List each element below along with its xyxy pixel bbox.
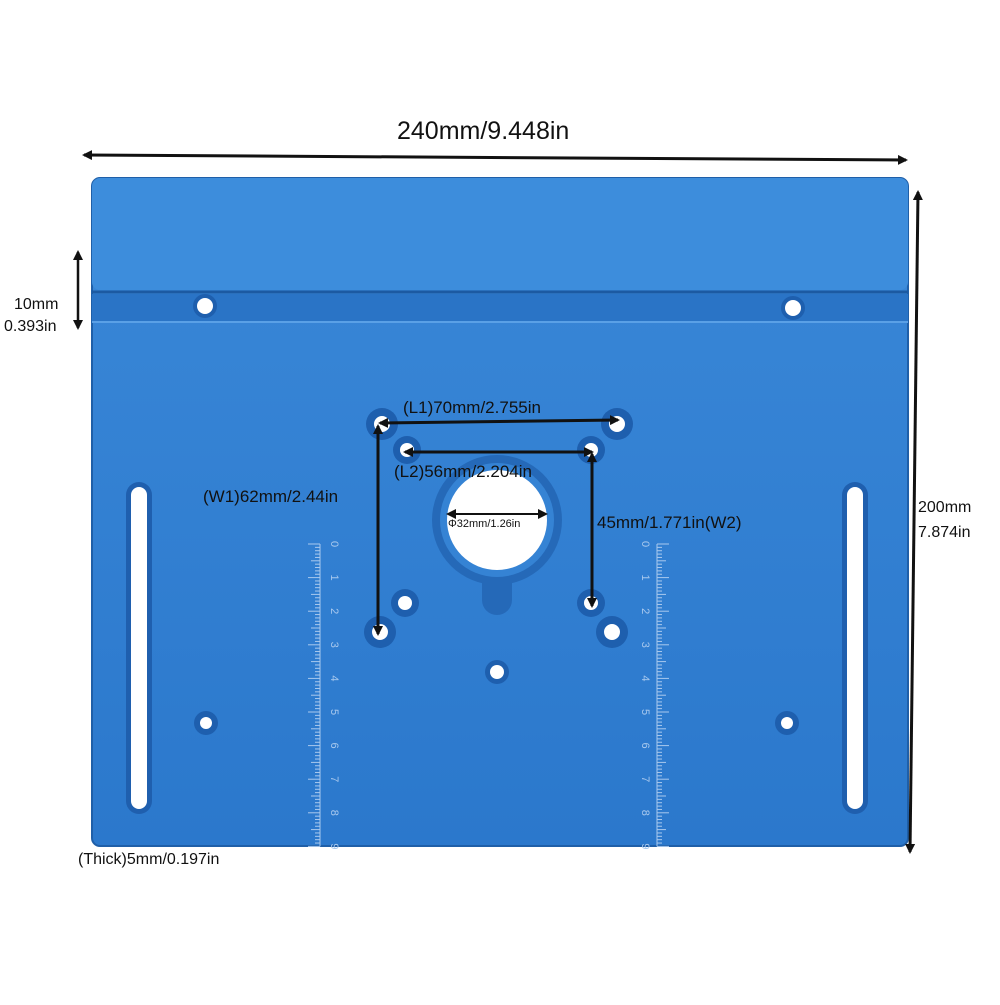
rail-screw-hole-right <box>781 296 805 320</box>
mount-hole-w1-bottom-right <box>596 616 628 648</box>
thickness-label: (Thick)5mm/0.197in <box>78 851 220 868</box>
rail-label-mm: 10mm <box>14 296 59 313</box>
ruler-number: 8 <box>639 810 651 816</box>
mount-hole-l1-right <box>601 408 633 440</box>
mount-hole-w2-bottom-left <box>391 589 419 617</box>
ruler-number: 4 <box>639 675 651 681</box>
rail-label-in: 0.393in <box>4 318 57 335</box>
ruler-number: 7 <box>328 776 340 782</box>
hole-diameter-label: Φ32mm/1.26in <box>448 518 521 530</box>
center-screw-hole <box>485 660 509 684</box>
ruler-number: 2 <box>328 608 340 614</box>
ruler-number: 0 <box>328 541 340 547</box>
ruler-number: 3 <box>328 642 340 648</box>
mount-hole-l2-left <box>393 436 421 464</box>
corner-hole-bottom-right <box>775 711 799 735</box>
w1-label: (W1)62mm/2.44in <box>203 487 339 506</box>
ruler-number: 9 <box>328 843 340 849</box>
ruler-number: 0 <box>639 541 651 547</box>
ruler-number: 9 <box>639 843 651 849</box>
ruler-number: 3 <box>639 642 651 648</box>
width-dimension-line <box>82 150 908 165</box>
ruler-number: 4 <box>328 675 340 681</box>
ruler-number: 8 <box>328 810 340 816</box>
ruler-number: 2 <box>639 608 651 614</box>
ruler-number: 5 <box>328 709 340 715</box>
height-label-in: 7.874in <box>918 524 971 541</box>
slot-left-opening <box>131 487 147 809</box>
ruler-number: 6 <box>328 743 340 749</box>
rail-groove <box>92 294 908 321</box>
l2-label: (L2)56mm/2.204in <box>394 462 532 481</box>
ruler-number: 1 <box>639 575 651 581</box>
height-label-mm: 200mm <box>918 499 972 516</box>
l1-label: (L1)70mm/2.755in <box>403 398 541 417</box>
ruler-number: 6 <box>639 743 651 749</box>
slot-right-opening <box>847 487 863 809</box>
height-dimension-line <box>905 190 923 854</box>
corner-hole-bottom-left <box>194 711 218 735</box>
ruler-number: 1 <box>328 575 340 581</box>
width-label: 240mm/9.448in <box>397 117 570 145</box>
l1-dimension-line <box>378 415 620 428</box>
ruler-left: 0 1 2 3 4 5 6 7 8 9 <box>308 541 340 849</box>
center-hole <box>432 455 562 615</box>
ruler-number: 5 <box>639 709 651 715</box>
mount-hole-w1-bottom-left <box>364 616 396 648</box>
ruler-right: 0 1 2 3 4 5 6 7 8 9 <box>639 541 669 849</box>
ruler-number: 7 <box>639 776 651 782</box>
w2-label: 45mm/1.771in(W2) <box>597 513 742 532</box>
rail-screw-hole-left <box>193 294 217 318</box>
fence-rail <box>92 178 908 290</box>
